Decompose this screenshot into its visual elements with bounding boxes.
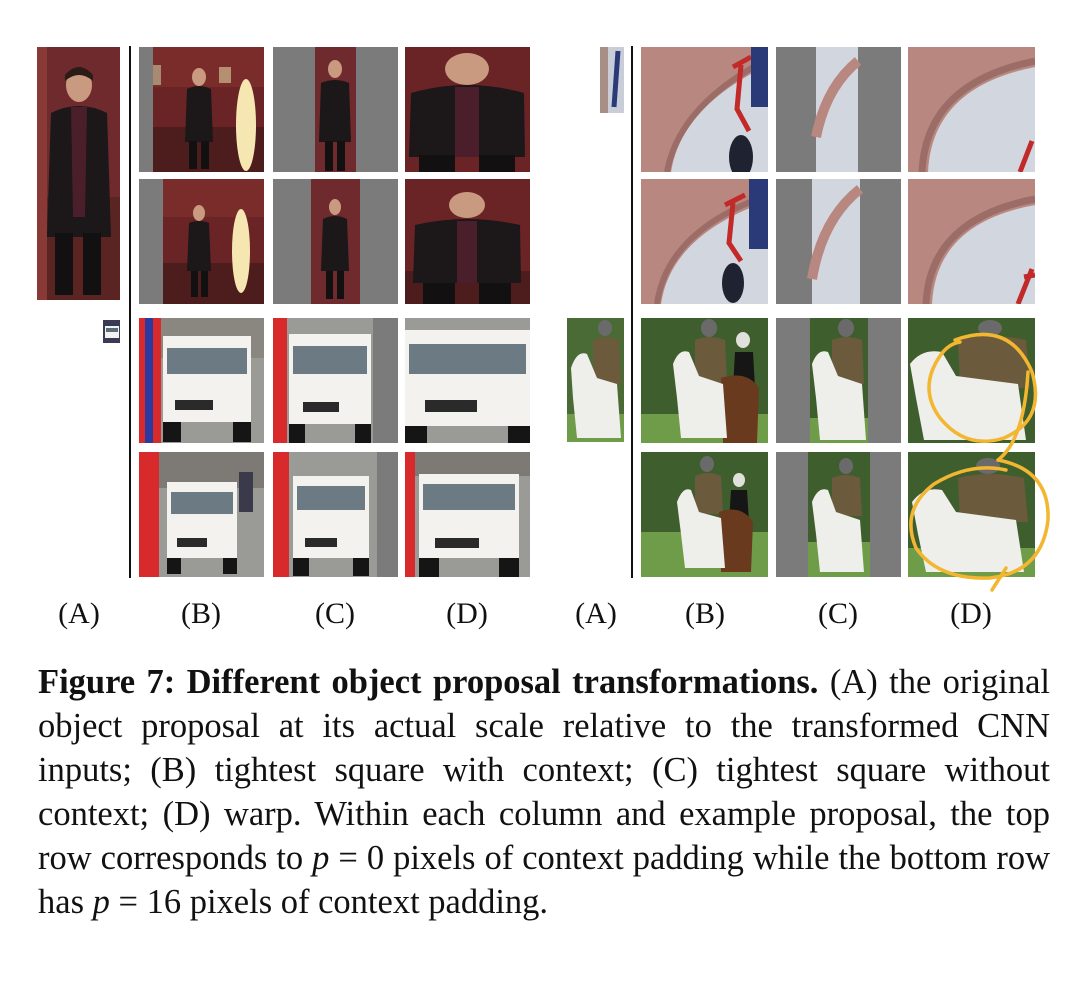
person-warp-p0 <box>405 47 530 172</box>
caption-text-1: (A) the original object proposal at its … <box>38 663 1050 877</box>
bicycle-warp-p16 <box>908 179 1035 304</box>
car-tightest-square-with-context-p16 <box>139 452 264 577</box>
caption-math-p-2: p <box>92 883 110 921</box>
column-label-d-left: (D) <box>446 597 488 630</box>
column-label-b-left: (B) <box>181 597 221 630</box>
horse-tightest-square-without-context-p0 <box>776 318 901 443</box>
caption-math-p-1: p <box>312 839 330 877</box>
car-warp-p16 <box>405 452 530 577</box>
person-tightest-square-with-context-p16 <box>139 179 264 304</box>
car-original-proposal <box>103 320 120 343</box>
caption-equals-16: = 16 <box>109 883 182 921</box>
bicycle-tightest-square-without-context-p16 <box>776 179 901 304</box>
bicycle-original-proposal <box>600 47 624 113</box>
caption-equals-0: = 0 <box>329 839 385 877</box>
caption-text-2: pixels of context padding while the bott… <box>38 839 1051 921</box>
horse-tightest-square-with-context-p0 <box>641 318 768 443</box>
column-label-d-right: (D) <box>950 597 992 630</box>
bicycle-warp-p0 <box>908 47 1035 172</box>
bicycle-tightest-square-without-context-p0 <box>776 47 901 172</box>
person-original-proposal <box>37 47 120 300</box>
car-tightest-square-without-context-p16 <box>273 452 398 577</box>
person-warp-p16 <box>405 179 530 304</box>
horse-warp-p16 <box>908 452 1035 577</box>
caption-text-3: pixels of context padding. <box>181 883 549 921</box>
bicycle-tightest-square-with-context-p0 <box>641 47 768 172</box>
caption-title: Figure 7: Different object proposal tran… <box>38 663 819 701</box>
column-label-b-right: (B) <box>685 597 725 630</box>
bicycle-tightest-square-with-context-p16 <box>641 179 768 304</box>
column-label-a-right: (A) <box>575 597 617 630</box>
horse-tightest-square-with-context-p16 <box>641 452 768 577</box>
person-tightest-square-without-context-p0 <box>273 47 398 172</box>
car-tightest-square-without-context-p0 <box>273 318 398 443</box>
left-divider <box>129 46 131 578</box>
figure-caption: Figure 7: Different object proposal tran… <box>38 660 1050 924</box>
column-label-c-left: (C) <box>315 597 355 630</box>
person-tightest-square-without-context-p16 <box>273 179 398 304</box>
person-tightest-square-with-context-p0 <box>139 47 264 172</box>
column-label-c-right: (C) <box>818 597 858 630</box>
column-label-a-left: (A) <box>58 597 100 630</box>
horse-original-proposal <box>567 318 624 442</box>
horse-tightest-square-without-context-p16 <box>776 452 901 577</box>
right-divider <box>631 46 633 578</box>
car-warp-p0 <box>405 318 530 443</box>
horse-warp-p0 <box>908 318 1035 443</box>
car-tightest-square-with-context-p0 <box>139 318 264 443</box>
